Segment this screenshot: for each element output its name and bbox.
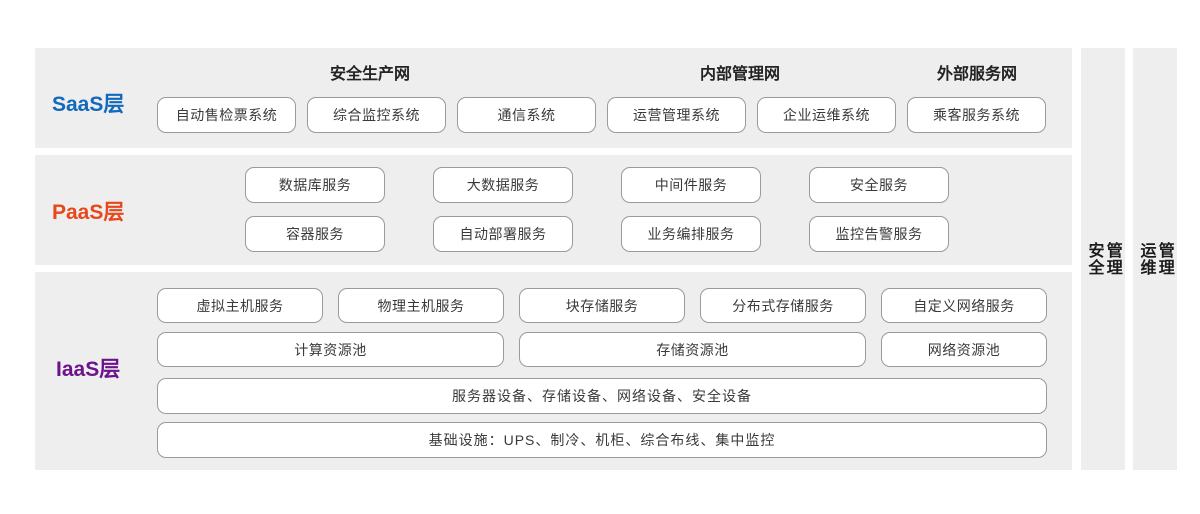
paas-layer-title: PaaS层 bbox=[52, 201, 125, 224]
side-panel-security-management[interactable]: 安全 管理 bbox=[1081, 48, 1125, 470]
paas-box-orchestration[interactable]: 业务编排服务 bbox=[621, 216, 761, 252]
security-management-col-1: 安全 bbox=[1085, 242, 1103, 276]
security-management-col-2: 管理 bbox=[1103, 242, 1121, 276]
network-group-label-production: 安全生产网 bbox=[329, 66, 411, 83]
side-panel-ops-text: 运维 管理 bbox=[1137, 242, 1173, 276]
saas-box-communication[interactable]: 通信系统 bbox=[457, 97, 596, 133]
iaas-devices-bar[interactable]: 服务器设备、存储设备、网络设备、安全设备 bbox=[157, 378, 1047, 414]
saas-box-afc[interactable]: 自动售检票系统 bbox=[157, 97, 296, 133]
paas-box-monitoring-alarm[interactable]: 监控告警服务 bbox=[809, 216, 949, 252]
iaas-box-custom-network[interactable]: 自定义网络服务 bbox=[881, 288, 1047, 323]
iaas-box-physical-host[interactable]: 物理主机服务 bbox=[338, 288, 504, 323]
network-group-label-internal: 内部管理网 bbox=[699, 66, 781, 83]
saas-box-enterprise-ops[interactable]: 企业运维系统 bbox=[757, 97, 896, 133]
ops-management-col-1: 运维 bbox=[1137, 242, 1155, 276]
paas-box-middleware[interactable]: 中间件服务 bbox=[621, 167, 761, 203]
side-panel-security-text: 安全 管理 bbox=[1085, 242, 1121, 276]
paas-box-security[interactable]: 安全服务 bbox=[809, 167, 949, 203]
paas-box-auto-deploy[interactable]: 自动部署服务 bbox=[433, 216, 573, 252]
paas-box-database[interactable]: 数据库服务 bbox=[245, 167, 385, 203]
network-group-label-external: 外部服务网 bbox=[936, 66, 1018, 83]
iaas-pool-network[interactable]: 网络资源池 bbox=[881, 332, 1047, 367]
paas-box-bigdata[interactable]: 大数据服务 bbox=[433, 167, 573, 203]
iaas-pool-storage[interactable]: 存储资源池 bbox=[519, 332, 866, 367]
iaas-box-virtual-host[interactable]: 虚拟主机服务 bbox=[157, 288, 323, 323]
iaas-facility-bar[interactable]: 基础设施：UPS、制冷、机柜、综合布线、集中监控 bbox=[157, 422, 1047, 458]
paas-box-container[interactable]: 容器服务 bbox=[245, 216, 385, 252]
ops-management-col-2: 管理 bbox=[1155, 242, 1173, 276]
saas-box-operations[interactable]: 运营管理系统 bbox=[607, 97, 746, 133]
iaas-pool-compute[interactable]: 计算资源池 bbox=[157, 332, 504, 367]
saas-box-passenger-service[interactable]: 乘客服务系统 bbox=[907, 97, 1046, 133]
iaas-box-distributed-storage[interactable]: 分布式存储服务 bbox=[700, 288, 866, 323]
saas-box-iscs[interactable]: 综合监控系统 bbox=[307, 97, 446, 133]
iaas-box-block-storage[interactable]: 块存储服务 bbox=[519, 288, 685, 323]
side-panel-ops-management[interactable]: 运维 管理 bbox=[1133, 48, 1177, 470]
iaas-layer-title: IaaS层 bbox=[56, 358, 121, 381]
saas-layer-title: SaaS层 bbox=[52, 93, 125, 116]
